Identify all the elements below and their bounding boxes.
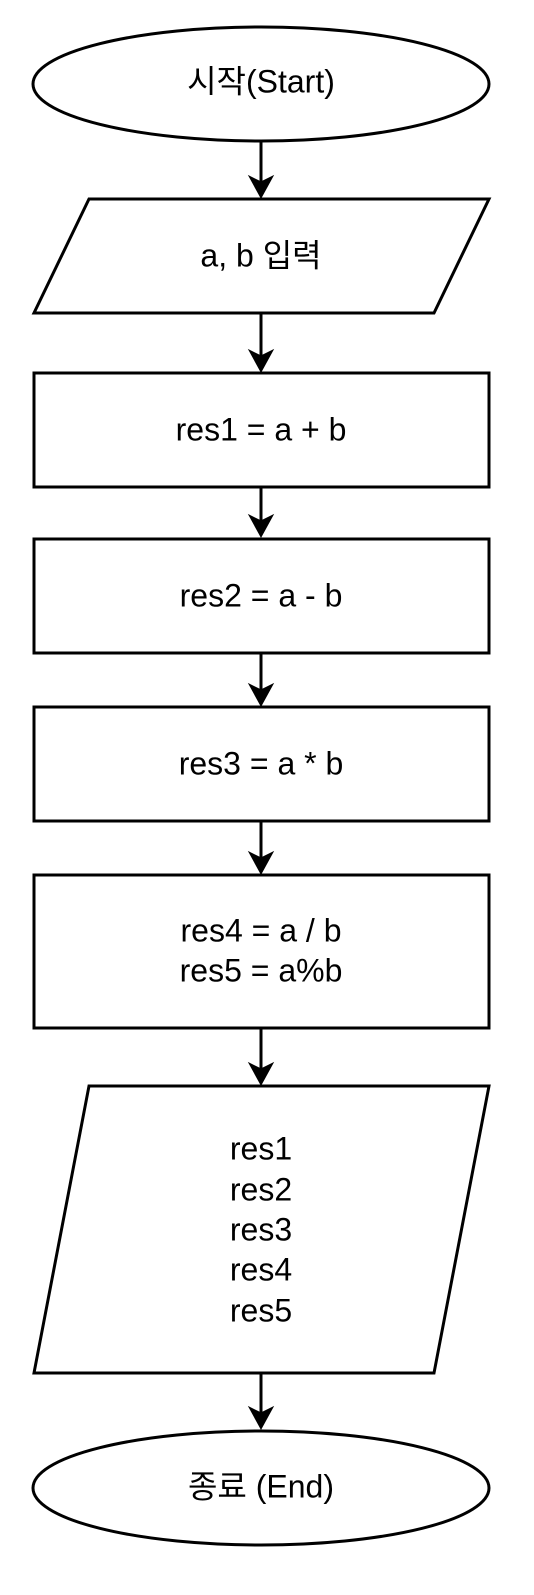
arrowhead-icon (247, 174, 275, 200)
process1-label: res1 = a + b (176, 411, 347, 447)
connector-process3-to-process4 (247, 821, 275, 876)
process4-line-2: res5 = a%b (180, 952, 343, 988)
arrowhead-icon (247, 1405, 275, 1431)
input-parallelogram-shape (31, 197, 492, 315)
end-terminator-shape (31, 1429, 491, 1547)
arrowhead-icon (247, 850, 275, 876)
input-node: a, b 입력 (31, 197, 492, 315)
arrowhead-icon (247, 682, 275, 708)
arrowhead-icon (247, 348, 275, 374)
output-line-1: res1 (230, 1130, 292, 1166)
start-node: 시작(Start) (31, 25, 491, 143)
output-line-2: res2 (230, 1171, 292, 1207)
arrowhead-icon (247, 1061, 275, 1087)
process2-rect-shape (32, 537, 491, 655)
output-line-5: res5 (230, 1292, 292, 1328)
input-label: a, b 입력 (200, 237, 321, 273)
connector-input-to-process1 (247, 313, 275, 374)
process3-label: res3 = a * b (179, 745, 344, 781)
output-line-4: res4 (230, 1251, 292, 1287)
output-parallelogram-shape (32, 1084, 491, 1375)
end-node: 종료 (End) (31, 1429, 491, 1547)
output-line-3: res3 (230, 1211, 292, 1247)
connector-output-to-end (247, 1373, 275, 1431)
connector-process2-to-process3 (247, 653, 275, 708)
arrowhead-icon (247, 513, 275, 539)
process4-node: res4 = a / b res5 = a%b (32, 873, 491, 1030)
process4-line-1: res4 = a / b (181, 912, 342, 948)
end-label: 종료 (End) (188, 1468, 334, 1504)
process3-node: res3 = a * b (32, 705, 491, 823)
process2-node: res2 = a - b (32, 537, 491, 655)
connector-process1-to-process2 (247, 487, 275, 539)
start-label: 시작(Start) (187, 63, 335, 99)
output-node: res1 res2 res3 res4 res5 (32, 1084, 491, 1375)
connector-process4-to-output (247, 1028, 275, 1087)
process1-node: res1 = a + b (32, 371, 491, 489)
connector-start-to-input (247, 141, 275, 200)
process1-rect-shape (32, 371, 491, 489)
process2-label: res2 = a - b (180, 577, 343, 613)
